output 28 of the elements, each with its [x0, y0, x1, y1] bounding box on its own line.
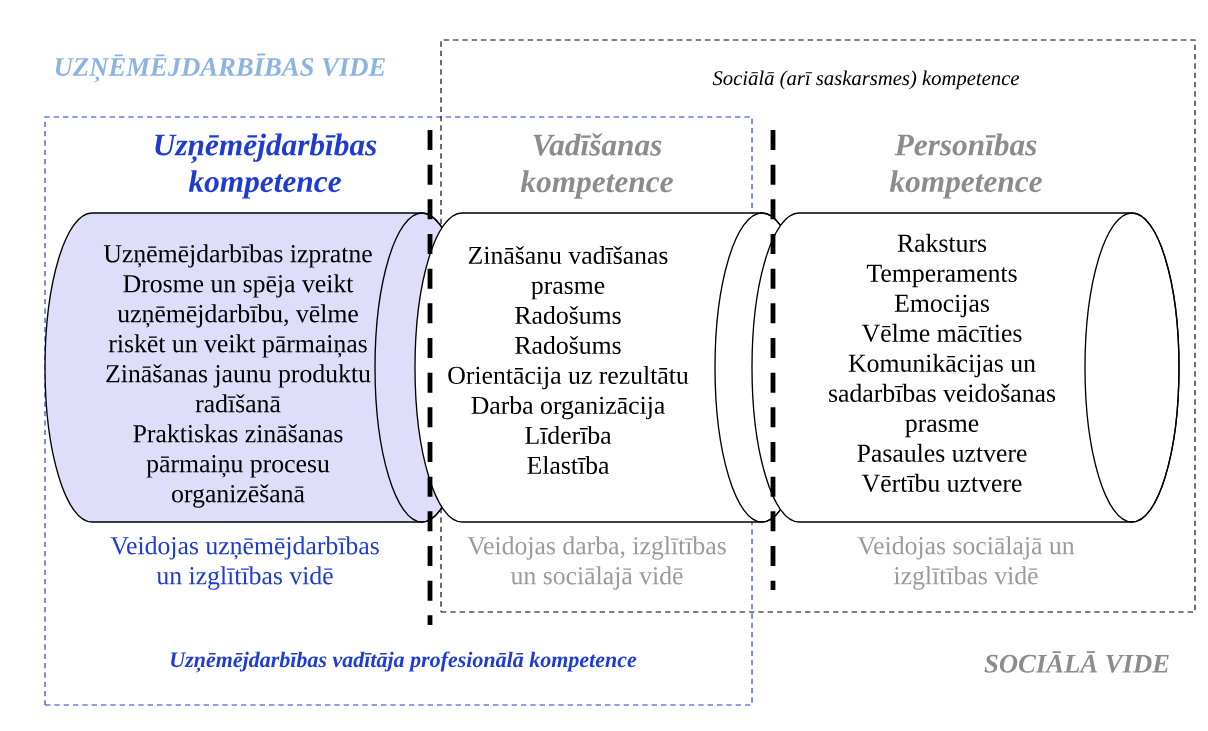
node-label: Temperaments	[866, 264, 1017, 288]
node-label: Zināšanu vadīšanas prasme	[468, 245, 668, 300]
node-label: Vērtību uztvere	[861, 473, 1022, 493]
node-label: Raksturs	[897, 233, 987, 252]
node-label: Pasaules uztvere	[857, 443, 1027, 462]
heading: Vadīšanas kompetence	[520, 133, 673, 199]
node-label: Vēlme mācīties	[861, 323, 1022, 343]
node-label: Radošums	[515, 335, 621, 355]
node-label: Uzņēmējdarbības izpratne	[103, 244, 372, 268]
cylinder: Raksturs Temperaments Emocijas Vēlme mācīties Komunikācijas un sadarbības veidošanas prasme Pasaules uztvere Vērtību uztvere	[751, 212, 1180, 523]
node-label: Elastība	[527, 455, 610, 475]
node-label: Komunikācijas un sadarbības veidošanas prasme	[829, 353, 1056, 438]
heading: Personības kompetence	[889, 133, 1042, 199]
node-label: Praktiskas zināšanas pārmaiņu procesu organizēšanā	[133, 424, 343, 508]
caption-text: Veidojas uzņēmējdarbības un izglītības vidē	[110, 536, 379, 590]
node-label: Zināšanas jaunu produktu radīšanā	[106, 364, 371, 413]
caption-text: Veidojas darba, izglītības un sociālajā vidē	[467, 536, 726, 590]
frame-title: Sociālā (arī saskarsmes) kompetence	[712, 70, 1020, 90]
node-label: Līderība	[525, 425, 612, 445]
node-label: Drosme un spēja veikt uzņēmējdarbību, vēlme riskēt un veikt pārmaiņas	[108, 274, 367, 358]
node-label: Emocijas	[894, 294, 989, 318]
frame-title: Uzņēmējdarbības vadītāja profesionālā kompetence	[171, 651, 637, 673]
area-label: SOCIĀLĀ VIDE	[984, 651, 1169, 673]
node-label: Radošums	[515, 305, 621, 325]
caption-text: Veidojas sociālajā un izglītības vidē	[857, 536, 1075, 590]
node-label: Darba organizācija	[471, 395, 665, 420]
heading: Uzņēmējdarbības kompetence	[155, 133, 377, 199]
area-label: UZŅĒMĒJDARBĪBAS VIDE	[55, 53, 386, 83]
